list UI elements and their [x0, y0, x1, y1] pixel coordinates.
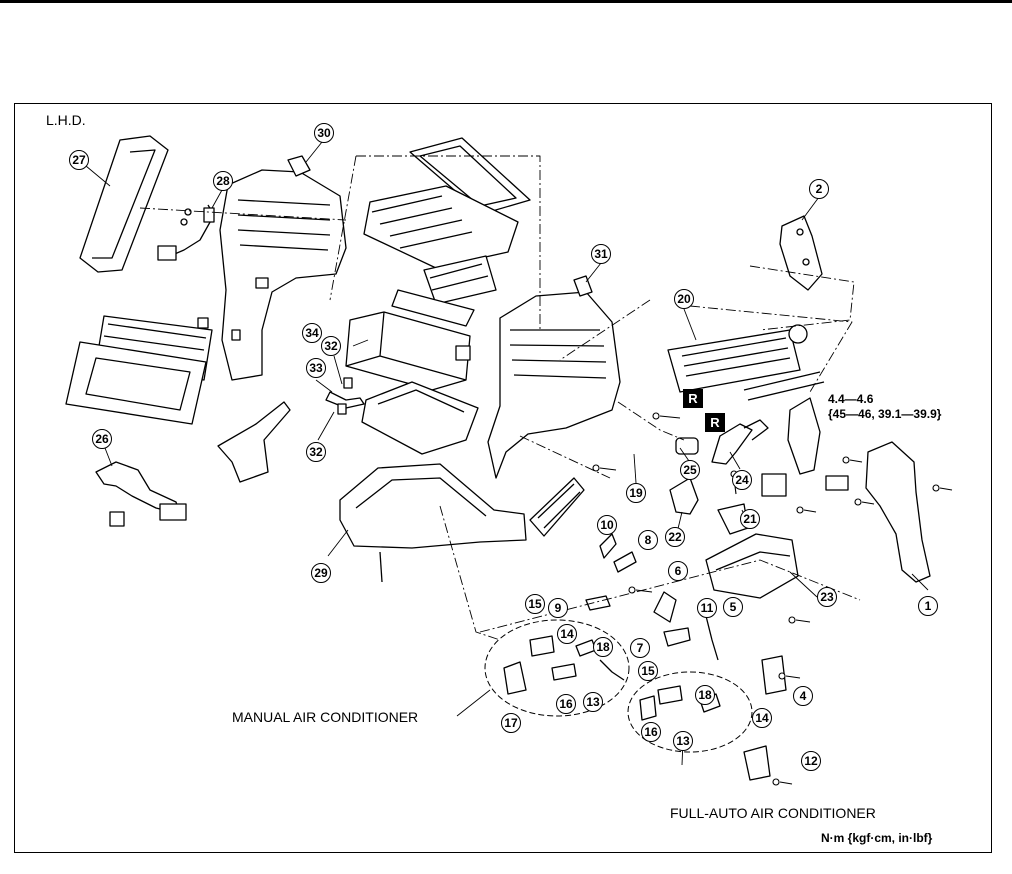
part-33-thermistor [325, 377, 365, 415]
header-rule [0, 0, 1012, 3]
spring-11 [705, 615, 719, 661]
part-22-actuator [669, 477, 699, 515]
callout-33: 33 [306, 358, 326, 378]
callout-16: 16 [556, 694, 576, 714]
fullauto-group-ellipse [627, 671, 753, 753]
callout-20: 20 [674, 289, 694, 309]
part-2-bracket [779, 215, 823, 291]
part-28-sensor [157, 204, 215, 261]
torque-value: 4.4—4.6 [828, 392, 874, 406]
callout-15: 15 [638, 661, 658, 681]
callout-25: 25 [680, 460, 700, 480]
callout-18: 18 [695, 685, 715, 705]
seal-gasket [529, 477, 585, 537]
callout-29: 29 [311, 563, 331, 583]
manual-group-ellipse [484, 619, 630, 717]
diagram-frame [14, 103, 992, 853]
callout-23: 23 [817, 587, 837, 607]
callout-24: 24 [732, 470, 752, 490]
callout-11: 11 [697, 598, 717, 618]
right-bracket [761, 397, 849, 497]
fullauto-ac-label: FULL-AUTO AIR CONDITIONER [670, 805, 876, 821]
alignment-lines [139, 155, 861, 641]
callout-16: 16 [641, 722, 661, 742]
callout-27: 27 [69, 150, 89, 170]
link-8 [613, 551, 637, 573]
part-1-duct [865, 441, 931, 583]
callout-1: 1 [918, 596, 938, 616]
part-23-blower-duct [705, 533, 799, 599]
filter-lower-lid [391, 289, 475, 327]
callout-2: 2 [809, 179, 829, 199]
callout-6: 6 [668, 561, 688, 581]
callout-9: 9 [548, 598, 568, 618]
part-30-upper-case [197, 155, 347, 381]
part-31-main-case [487, 275, 621, 479]
callout-22: 22 [665, 527, 685, 547]
part-27-duct [79, 135, 169, 273]
callout-21: 21 [740, 509, 760, 529]
leader-lines [85, 141, 929, 766]
callout-13: 13 [583, 692, 603, 712]
callout-14: 14 [752, 708, 772, 728]
callout-12: 12 [801, 751, 821, 771]
variant-label: L.H.D. [46, 112, 86, 128]
replace-badge: R [683, 389, 703, 408]
callout-18: 18 [593, 637, 613, 657]
replace-badge: R [705, 413, 725, 432]
part-4-motor [761, 655, 787, 695]
callout-34: 34 [302, 323, 322, 343]
callout-7: 7 [630, 638, 650, 658]
manual-ac-label: MANUAL AIR CONDITIONER [232, 709, 419, 725]
callout-32: 32 [306, 442, 326, 462]
filter-frame [65, 341, 207, 425]
link-7 [663, 627, 691, 647]
screws [592, 412, 953, 786]
callout-17: 17 [501, 713, 521, 733]
callout-13: 13 [673, 731, 693, 751]
part-29-lower-case [339, 463, 527, 583]
part-20-heater-core [667, 324, 825, 401]
torque-value-alt: {45—46, 39.1—39.9} [828, 407, 942, 421]
part-24-pipes [711, 419, 769, 465]
part-26-hose [95, 461, 187, 527]
callout-14: 14 [557, 624, 577, 644]
callout-31: 31 [591, 244, 611, 264]
link-6 [653, 591, 677, 623]
callout-4: 4 [793, 686, 813, 706]
callout-15: 15 [525, 594, 545, 614]
drain-pan [361, 381, 479, 455]
callout-8: 8 [638, 530, 658, 550]
callout-28: 28 [213, 171, 233, 191]
callout-5: 5 [723, 597, 743, 617]
filter-lid [423, 255, 497, 305]
part-34-evaporator [345, 311, 471, 391]
filter-element [363, 185, 519, 269]
units-label: N·m {kgf·cm, in·lbf} [821, 831, 933, 845]
manual-links [503, 635, 625, 695]
part-25-clip [675, 437, 699, 455]
part-12-motor [743, 745, 771, 781]
callout-10: 10 [597, 515, 617, 535]
link-9 [585, 595, 611, 611]
lower-bracket [217, 401, 291, 483]
callout-26: 26 [92, 429, 112, 449]
link-10 [599, 533, 617, 559]
callout-30: 30 [314, 123, 334, 143]
callout-32: 32 [321, 336, 341, 356]
callout-19: 19 [626, 483, 646, 503]
